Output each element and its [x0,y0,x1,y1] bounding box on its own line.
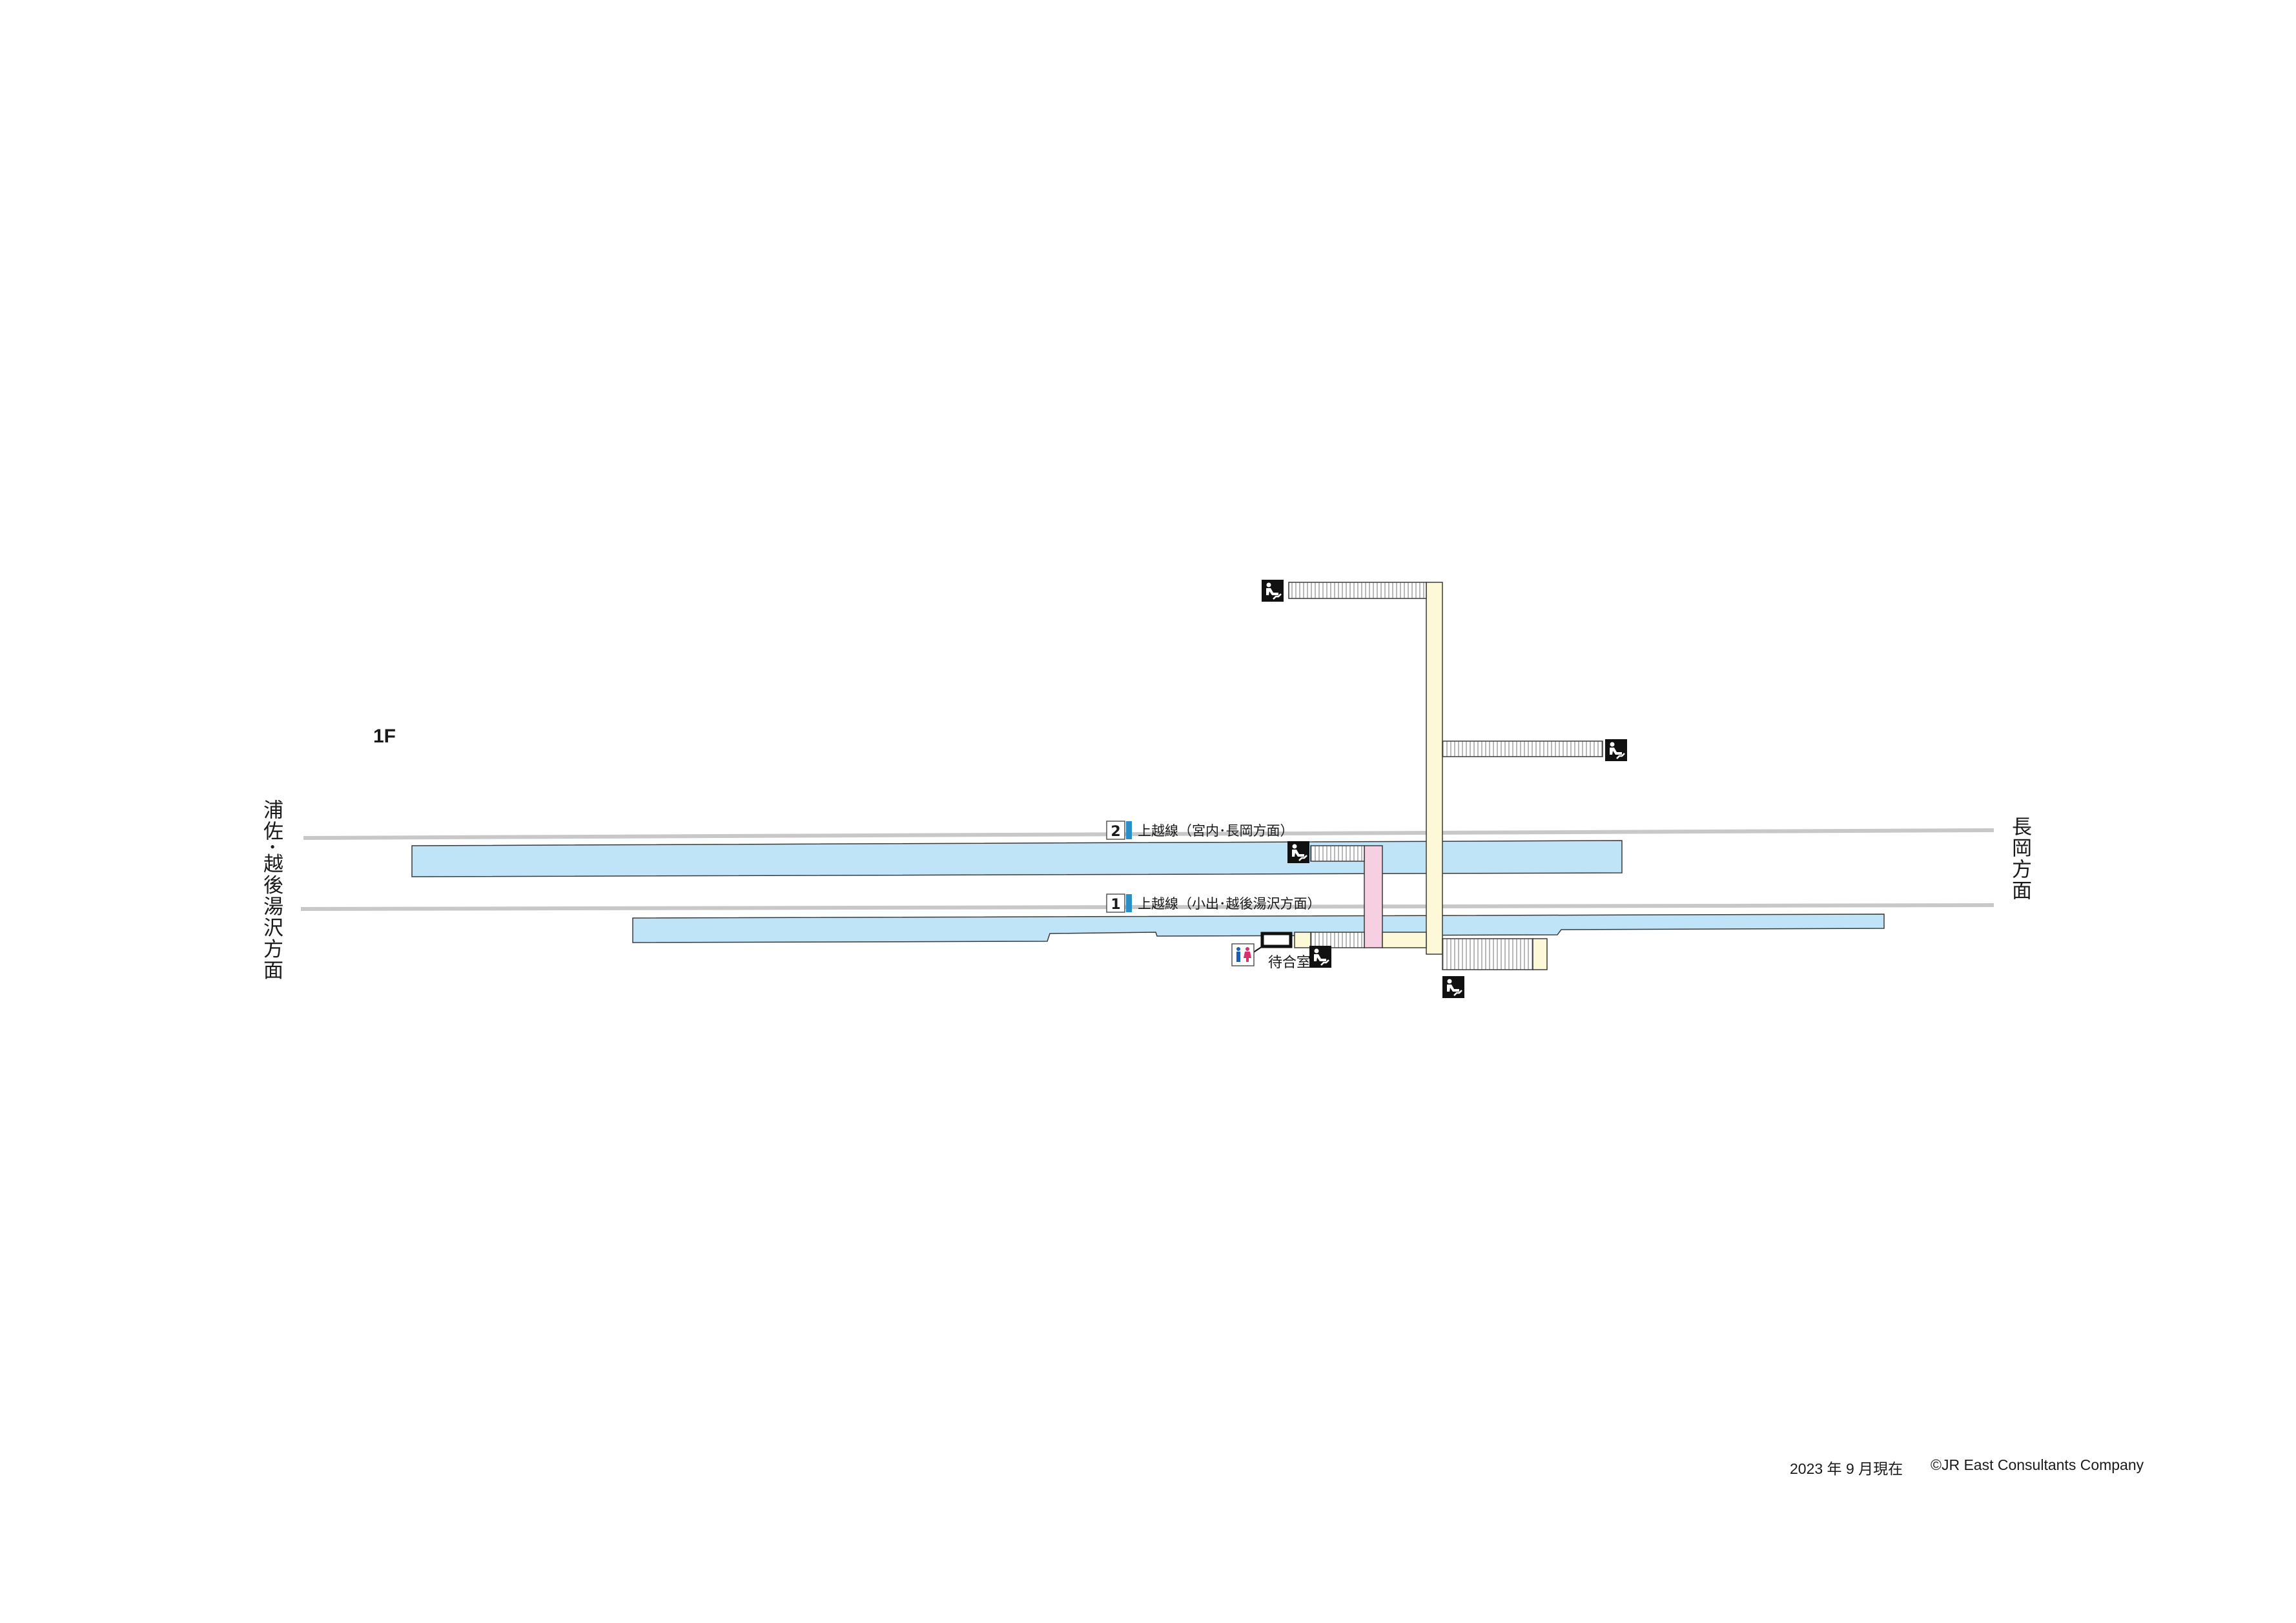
stairs-north-west [1288,582,1427,599]
platform-1-sign: 1 上越線（小出･越後湯沢方面） [1106,893,1321,913]
restroom-icon [1231,943,1255,966]
connector-overpass-bottom [1382,932,1427,948]
footer-copyright: ©JR East Consultants Company [1931,1456,2144,1473]
connector-platform-1 [1294,932,1311,948]
direction-west: 浦佐･越後湯沢方面 [260,799,283,981]
overpass-corridor [1426,582,1443,955]
stairs-north-east [1442,740,1603,757]
platform-2-sign: 2 上越線（宮内･長岡方面） [1106,821,1294,840]
direction-east: 長岡方面 [2008,816,2031,901]
platform-1-number: 1 [1111,897,1120,913]
stairs-platform-1 [1310,932,1365,948]
platform-2-label: 上越線（宮内･長岡方面） [1138,823,1294,839]
platform-2-number: 2 [1111,824,1120,840]
footer-date: 2023 年 9 月現在 [1790,1460,1903,1477]
waiting-room-label: 待合室 [1268,955,1311,971]
floor-label: 1F [373,726,396,747]
platform-1 [632,914,1885,943]
waiting-room-icon [1260,932,1293,948]
platform-1-label: 上越線（小出･越後湯沢方面） [1138,896,1321,912]
stairs-icon [1286,840,1311,864]
track-2 [303,828,1994,840]
stairs-icon [1441,975,1466,999]
barrier-free-path [1364,845,1383,948]
stairs-icon [1604,738,1628,762]
stairs-icon [1308,944,1333,969]
stairs-platform-2 [1310,845,1365,862]
track-1 [300,903,1994,911]
stairs-icon [1260,578,1285,603]
stairs-south-east-landing [1532,938,1548,970]
stairs-south-east [1442,938,1533,970]
